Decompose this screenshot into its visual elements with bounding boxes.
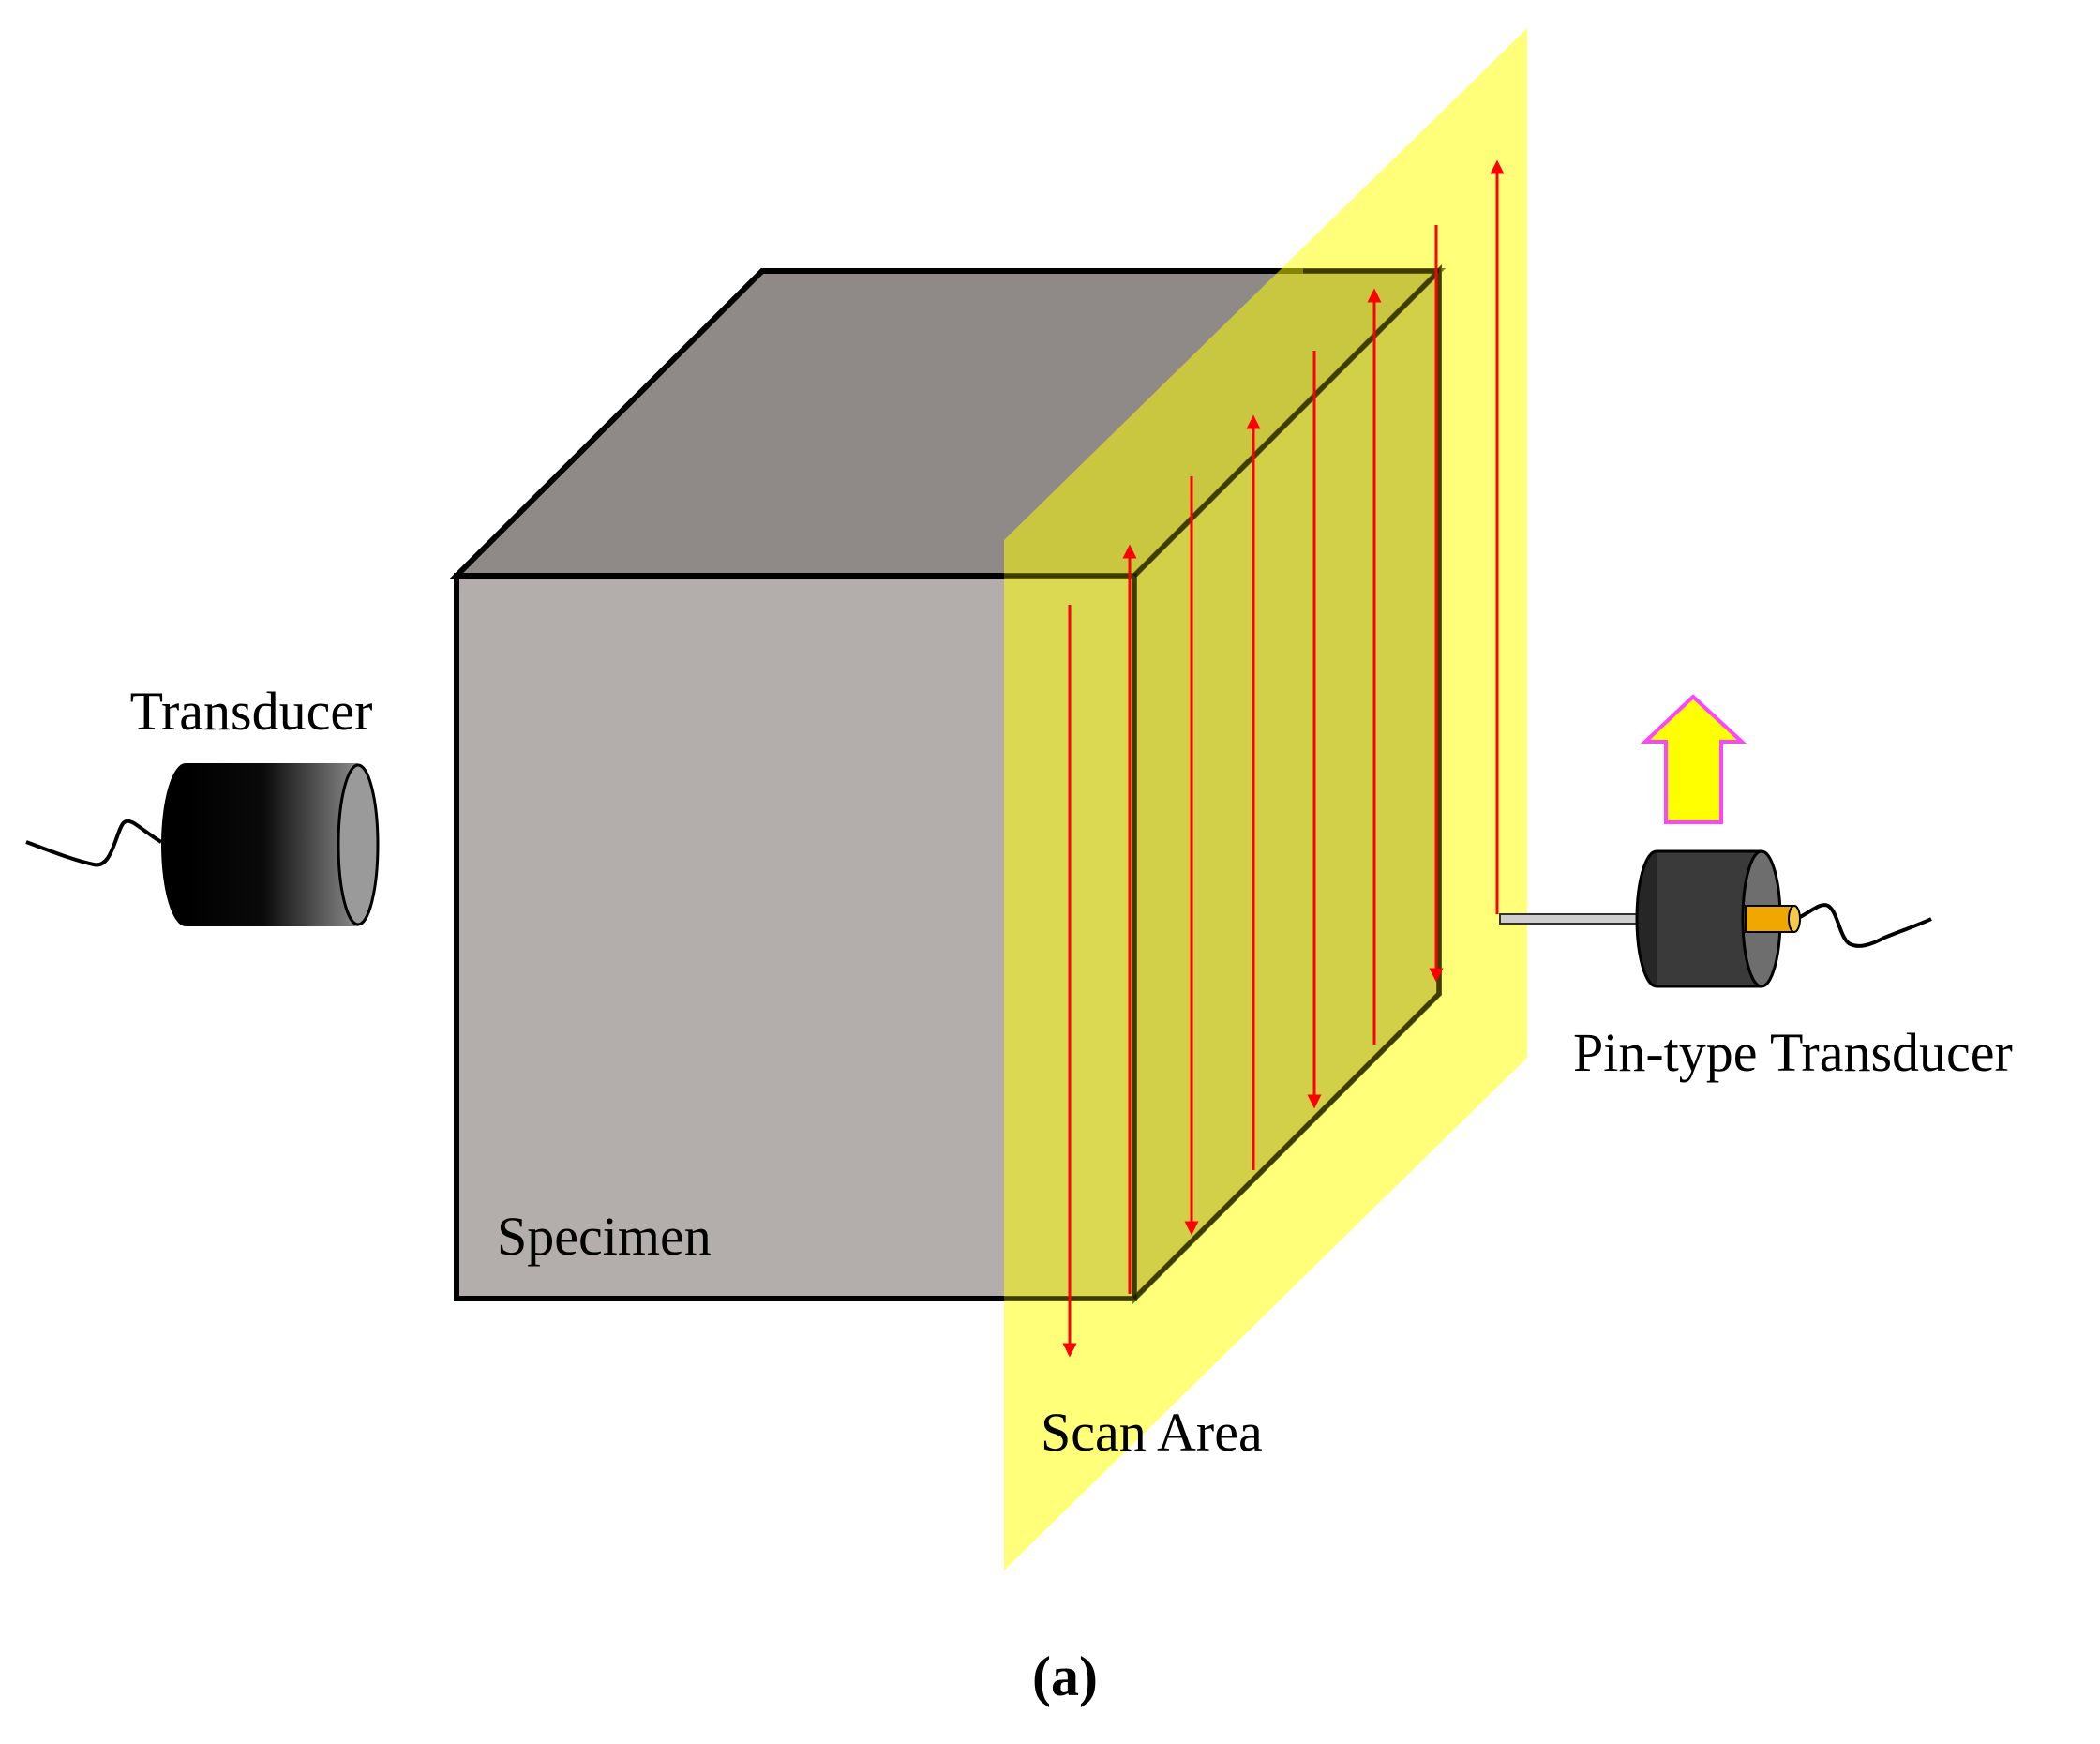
pin-type-transducer-icon <box>1499 849 1932 988</box>
transducer-body <box>186 763 358 926</box>
scan-area-label: Scan Area <box>1041 1402 1263 1463</box>
pin-connector-end <box>1788 905 1801 933</box>
cylinder-transducer-icon <box>25 763 380 926</box>
transducer-cable <box>25 819 163 867</box>
scan-area-plane <box>1004 28 1527 1571</box>
pin-cable <box>1799 903 1932 948</box>
transducer-label: Transducer <box>130 681 373 742</box>
specimen-side-edges-overlay <box>1132 264 1442 1300</box>
pin-connector <box>1745 905 1795 933</box>
transducer-face <box>337 763 380 926</box>
up-arrow-icon <box>1640 694 1748 824</box>
scan-path <box>1062 159 1505 1358</box>
pin-type-transducer-label: Pin-type Transducer <box>1573 1022 2013 1083</box>
specimen-label: Specimen <box>497 1206 712 1267</box>
pin-needle <box>1499 913 1643 925</box>
figure-caption: (a) <box>1032 1646 1098 1707</box>
